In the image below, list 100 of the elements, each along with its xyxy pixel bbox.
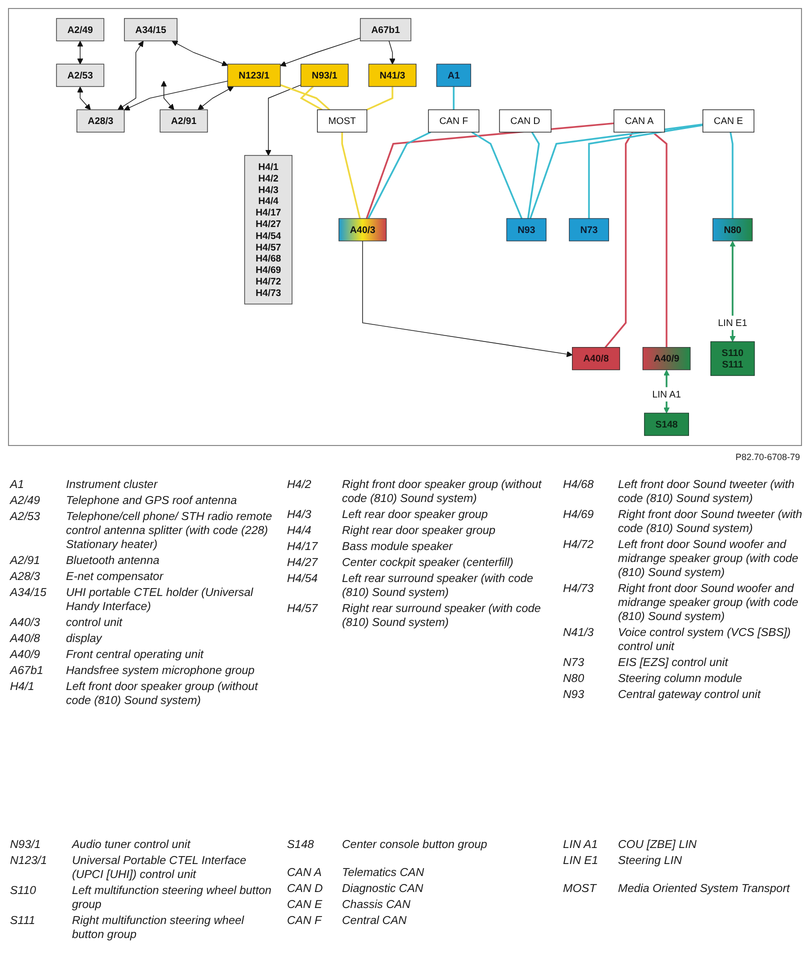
component-code: S111	[10, 914, 36, 928]
connector-line	[367, 131, 431, 219]
component-code: CAN A	[287, 866, 323, 880]
component-description: Telephone and GPS roof antenna	[66, 494, 238, 508]
component-box: S148	[644, 412, 689, 436]
component-description: Central gateway control unit	[618, 688, 762, 702]
component-code: LIN A1	[563, 838, 599, 852]
connector-line	[280, 84, 330, 110]
connector-line	[264, 84, 301, 156]
component-code: H4/17	[287, 540, 319, 554]
component-description: Audio tuner control unit	[72, 838, 192, 852]
component-description: Steering LIN	[618, 854, 683, 868]
component-code: S148	[287, 838, 315, 852]
component-box: A40/8	[572, 347, 620, 370]
component-description: Telematics CAN	[342, 866, 426, 880]
component-description: Right multifunction steering wheel button group	[72, 914, 246, 942]
component-box: A40/3	[338, 218, 386, 242]
component-box: N80	[712, 218, 752, 242]
component-description: display	[66, 632, 104, 646]
connector-line	[160, 80, 174, 110]
connector-line	[76, 86, 90, 110]
component-code: H4/54	[287, 572, 319, 586]
component-description: Chassis CAN	[342, 898, 412, 912]
component-code: LIN E1	[563, 854, 600, 868]
bus-label-box: CAN A	[613, 109, 664, 132]
component-description: Front central operating unit	[66, 648, 205, 662]
component-description: E-net compensator	[66, 570, 164, 584]
component-code: H4/3	[287, 508, 312, 522]
component-box: A40/9	[642, 347, 690, 370]
connector-line	[588, 124, 703, 219]
component-code: A34/15	[10, 586, 48, 600]
connector-line	[171, 40, 228, 66]
connector-line	[124, 80, 228, 110]
component-description: Right front door Sound woofer and midrange speaker group (with code (810) Sound system)	[618, 582, 800, 624]
component-box: A34/15	[124, 18, 177, 42]
component-code: A67b1	[10, 664, 44, 678]
component-code: CAN E	[287, 898, 324, 912]
component-description: control unit	[66, 616, 124, 630]
component-code: A28/3	[10, 570, 42, 584]
component-code: H4/4	[287, 524, 312, 538]
component-description: Handsfree system microphone group	[66, 664, 256, 678]
component-description: Left rear door speaker group	[342, 508, 489, 522]
bus-label-box: CAN E	[702, 109, 754, 132]
component-code: H4/27	[287, 556, 319, 570]
connector-line	[76, 40, 83, 64]
connector-line	[197, 86, 234, 110]
component-box: A2/49	[56, 18, 104, 42]
component-box: A28/3	[76, 109, 124, 132]
connector-line	[117, 40, 144, 110]
component-description: Diagnostic CAN	[342, 882, 424, 896]
component-code: A2/49	[10, 494, 42, 508]
bus-label-box: CAN D	[498, 109, 551, 132]
component-description: Right rear surround speaker (with code (810) Sound system)	[342, 602, 542, 630]
component-box: A1	[436, 64, 471, 87]
component-code: S110	[10, 884, 38, 898]
component-description: UHI portable CTEL holder (Universal Handy Interface)	[66, 586, 254, 614]
component-description: Steering column module	[618, 672, 744, 686]
component-code: A40/9	[10, 648, 42, 662]
component-code: A40/3	[10, 616, 42, 630]
component-code: N80	[563, 672, 586, 686]
connector-line	[366, 86, 393, 111]
component-box: A2/91	[159, 109, 208, 132]
component-code: H4/68	[563, 478, 595, 492]
connector-line	[604, 132, 633, 348]
component-code: N73	[563, 656, 586, 670]
component-box: N41/3	[368, 64, 416, 87]
component-description: Bass module speaker	[342, 540, 454, 554]
component-description: Left multifunction steering wheel button group	[72, 884, 272, 912]
component-description: Center console button group	[342, 838, 488, 852]
component-description: Right front door speaker group (without code (810) Sound system)	[342, 478, 543, 506]
connector-line	[362, 240, 572, 358]
edge-label: LIN A1	[652, 387, 680, 402]
component-description: Right front door Sound tweeter (with code (810) Sound system)	[618, 508, 804, 536]
component-description: EIS [EZS] control unit	[618, 656, 730, 670]
component-description: Center cockpit speaker (centerfill)	[342, 556, 514, 570]
component-box: A2/53	[56, 64, 104, 87]
component-description: Left front door Sound tweeter (with code (810) Sound system)	[618, 478, 796, 506]
component-description: Right rear door speaker group	[342, 524, 496, 538]
component-code: H4/73	[563, 582, 595, 596]
component-description: Left rear surround speaker (with code (810) Sound system)	[342, 572, 534, 600]
component-description: Left front door Sound woofer and midrange speaker group (with code (810) Sound system)	[618, 538, 800, 580]
edge-label: LIN E1	[718, 316, 747, 330]
component-code: CAN F	[287, 914, 323, 928]
component-description: COU [ZBE] LIN	[618, 838, 698, 852]
component-code: MOST	[563, 882, 598, 896]
connector-line	[529, 124, 703, 219]
component-description: Telephone/cell phone/ STH radio remote control antenna splitter (with code (228) Stationary heater)	[66, 510, 274, 552]
connector-line	[299, 86, 322, 110]
document-reference: P82.70-6708-79	[735, 452, 800, 462]
component-code: H4/69	[563, 508, 595, 522]
component-code: CAN D	[287, 882, 324, 896]
component-code: A40/8	[10, 632, 42, 646]
bus-label-box: MOST	[316, 109, 367, 132]
component-description: Voice control system (VCS [SBS]) control unit	[618, 626, 792, 654]
connector-line	[280, 38, 360, 67]
bus-label-box: CAN F	[428, 109, 479, 132]
connector-line	[652, 132, 667, 348]
component-box: N123/1	[226, 64, 280, 87]
component-code: A2/53	[10, 510, 42, 524]
component-code: H4/57	[287, 602, 319, 616]
